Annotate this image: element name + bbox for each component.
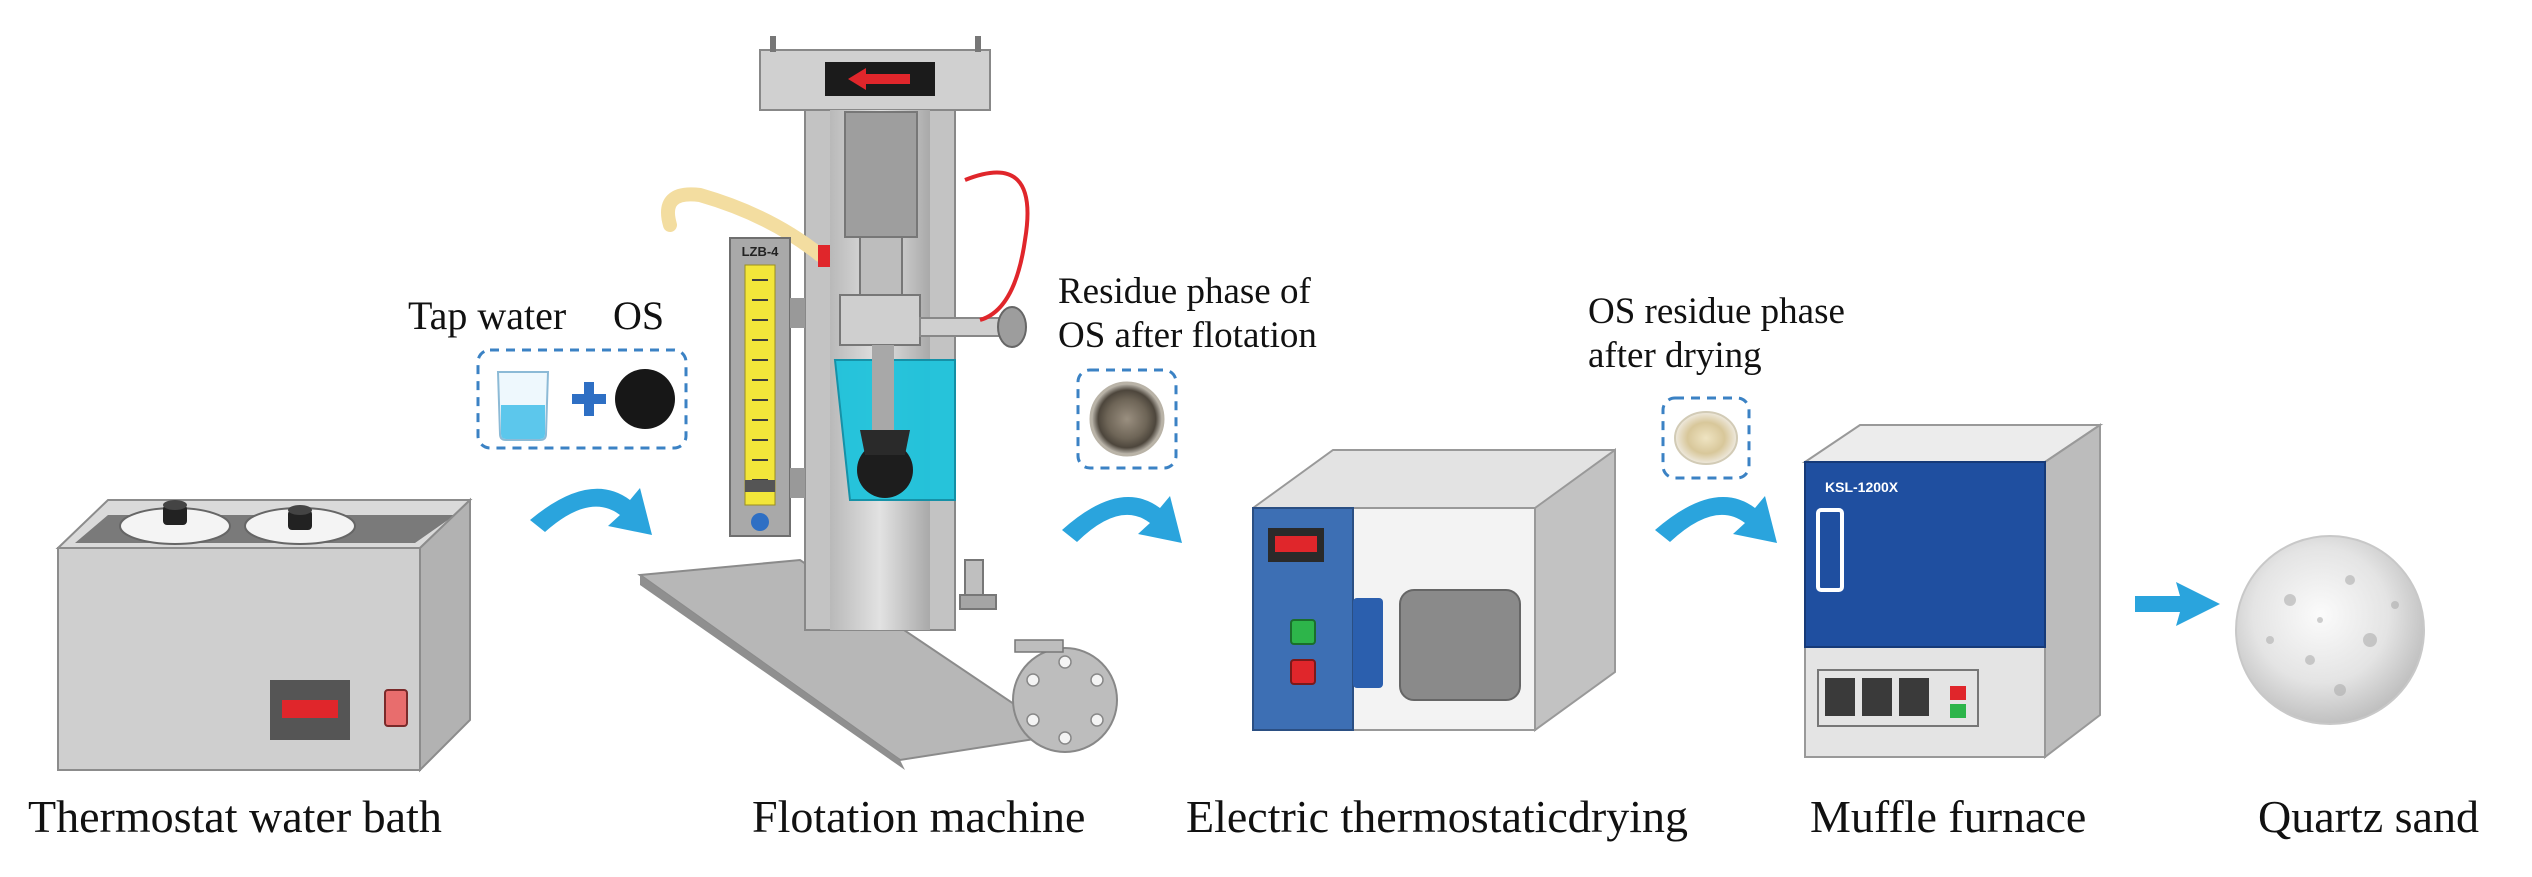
curved-arrow-icon [530,488,652,535]
plus-icon [572,382,606,416]
caption-flotation-machine: Flotation machine [752,791,1086,842]
curved-arrow-icon [1655,496,1777,543]
flotation-machine-illustration: LZB-4 [637,36,1118,770]
os-sample-icon [615,369,675,429]
curved-arrow-icon [1062,496,1182,543]
straight-arrow-icon [2135,582,2220,626]
flowmeter-label: LZB-4 [742,244,780,259]
furnace-model-label: KSL-1200X [1825,479,1899,495]
water-bath-illustration [55,497,473,773]
dried-residue-sample [1674,411,1738,465]
input-os-label: OS [613,293,665,338]
drying-oven-illustration [1252,448,1616,732]
input-sample-box [476,348,688,450]
caption-muffle-furnace: Muffle furnace [1810,791,2087,842]
flotation-residue-sample [1089,381,1165,457]
input-tap-water-label: Tap water [408,293,567,338]
flotation-residue-box [1076,368,1178,470]
muffle-furnace-illustration: KSL-1200X [1801,423,2104,760]
dried-residue-box [1661,396,1751,480]
quartz-sand-illustration [2235,535,2425,725]
flotation-residue-note: Residue phase of OS after flotation [1058,271,1317,356]
dried-residue-note: OS residue phase after drying [1588,291,1845,376]
beaker-icon [496,371,550,441]
caption-quartz-sand: Quartz sand [2258,791,2479,842]
caption-water-bath: Thermostat water bath [28,791,442,842]
caption-drying: Electric thermostaticdrying [1186,791,1688,842]
